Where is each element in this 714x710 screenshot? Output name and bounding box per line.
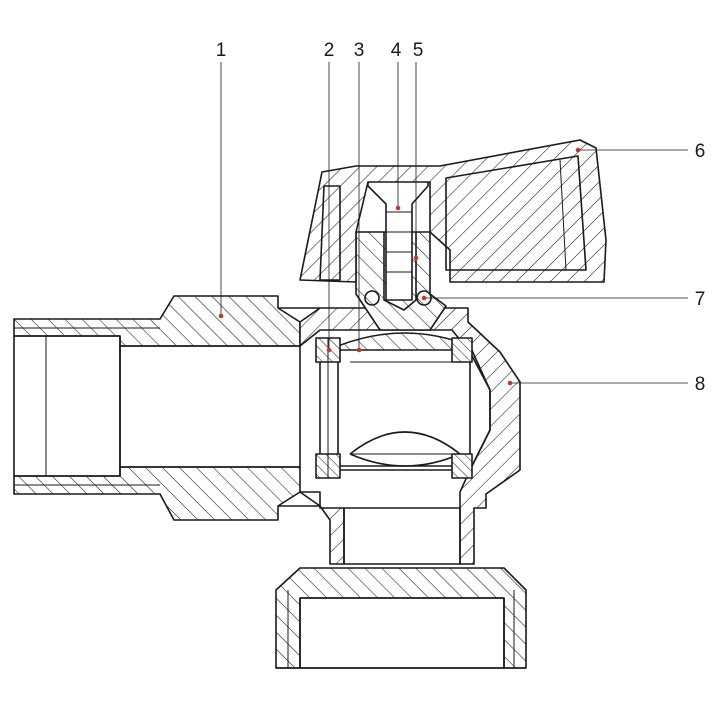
callout-3: 3	[354, 40, 365, 61]
handle	[299, 139, 607, 283]
callout-7: 7	[695, 289, 706, 310]
leader-lines	[218, 62, 688, 386]
callout-6: 6	[695, 141, 706, 162]
callout-1: 1	[216, 40, 227, 61]
bottom-union-nut	[275, 567, 527, 669]
callout-8: 8	[695, 374, 706, 395]
left-connector	[13, 295, 321, 521]
seat-rings	[315, 337, 473, 479]
ball	[337, 332, 471, 467]
callout-labels: 1 2 3 4 5 6 7 8	[216, 40, 706, 395]
callout-5: 5	[413, 40, 424, 61]
callout-4: 4	[391, 40, 402, 61]
callout-2: 2	[324, 40, 335, 61]
